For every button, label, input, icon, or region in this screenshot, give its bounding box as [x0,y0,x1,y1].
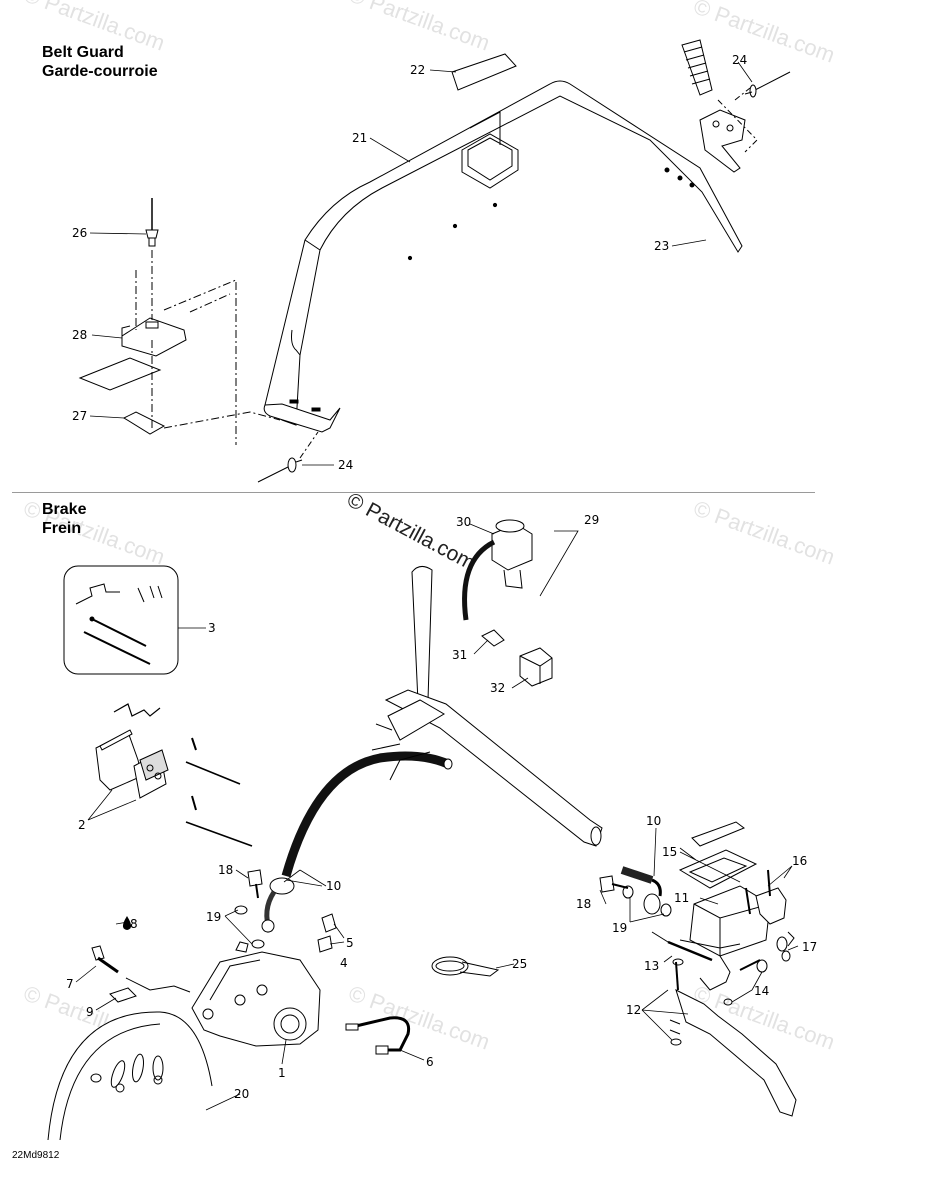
part-16-clamp [745,869,787,925]
part-22-label-plate [451,53,517,91]
callout-9: 9 [86,1005,94,1019]
callout-21: 21 [352,131,367,145]
leader-lines [75,61,799,1111]
callout-31: 31 [452,648,467,662]
brake-hose [281,751,453,878]
callout-25: 25 [512,957,527,971]
part-12-brake-lever [669,958,797,1117]
brake-title: Brake [42,501,87,518]
callout-24: 24 [732,53,747,67]
callout-26: 26 [72,226,87,240]
part-13-pushrod [651,931,713,962]
part-19-washers-right [622,885,672,917]
callout-14: 14 [754,984,769,998]
callout-7: 7 [66,977,74,991]
belt-guard-title: Belt Guard [42,44,124,61]
part-28-bracket [121,317,187,357]
callout-6: 6 [426,1055,434,1069]
brake-title-fr: Frein [42,520,82,537]
callout-20: 20 [234,1087,249,1101]
callout-11: 11 [674,891,689,905]
part-15-reservoir-cap [678,821,758,889]
callout-10: 10 [646,814,661,828]
callout-4: 4 [340,956,348,970]
guide-lines [717,87,758,153]
callout-19: 19 [612,921,627,935]
part-26-rivet [145,198,159,247]
callout-19: 19 [206,910,221,924]
part-4-bleeder [317,935,333,953]
part-17-switch-parts [776,931,795,962]
callout-27: 27 [72,409,87,423]
callout-17: 17 [802,940,817,954]
guide-lines [299,431,319,459]
guide-lines [135,250,281,445]
part-8-grease-drop [122,916,132,930]
belt-guard-title-fr: Garde-courroie [42,63,158,80]
callout-28: 28 [72,328,87,342]
part-23-bracket [699,109,746,173]
callout-30: 30 [456,515,471,529]
part-31-wire-terminal [481,629,505,647]
part-24-rivet-lower [257,457,303,483]
part-25-cable-tie [431,956,500,977]
part-5-bleeder-cap [321,913,337,933]
part-2-brake-pads [95,703,253,847]
callout-22: 22 [410,63,425,77]
part-18-banjo-bolt [247,869,263,899]
callout-23: 23 [654,239,669,253]
callout-1: 1 [278,1066,286,1080]
part-10-hose-end [620,866,662,897]
callout-12: 12 [626,1003,641,1017]
callout-24: 24 [338,458,353,472]
handlebar [371,566,603,847]
section-divider [12,492,815,493]
belt-guard-heading: Belt Guard Garde-courroie [42,43,158,81]
callout-32: 32 [490,681,505,695]
callout-13: 13 [644,959,659,973]
part-32-connector [519,647,553,687]
callout-5: 5 [346,936,354,950]
part-27-plate [122,411,166,435]
callout-18: 18 [576,897,591,911]
part-1-brake-caliper [191,941,321,1047]
part-24-rivet [744,71,791,98]
callout-2: 2 [78,818,86,832]
part-28-pad [78,357,162,391]
part-3-pin-kit [63,565,179,675]
spark-plug-decor [681,39,713,96]
part-9-clip [109,977,191,1003]
callout-16: 16 [792,854,807,868]
callout-29: 29 [584,513,599,527]
callout-8: 8 [130,917,138,931]
part-10-banjo-fitting [261,877,295,933]
part-6-brake-line [345,1016,411,1055]
part-11-master-cylinder [679,885,771,991]
callouts: 22 21 24 23 26 28 27 24 3 2 18 19 10 8 5… [66,53,817,1101]
part-30-brake-switch [462,519,533,621]
part-7-bolt [91,945,119,974]
callout-10: 10 [326,879,341,893]
diagram-code: 22Md9812 [12,1150,60,1161]
callout-3: 3 [208,621,216,635]
callout-18: 18 [218,863,233,877]
part-20-brake-disc [47,1011,213,1141]
brake-heading: Brake Frein [42,500,86,538]
part-14-pivot-nut [723,959,768,1006]
part-21-belt-guard [263,80,743,433]
callout-15: 15 [662,845,677,859]
